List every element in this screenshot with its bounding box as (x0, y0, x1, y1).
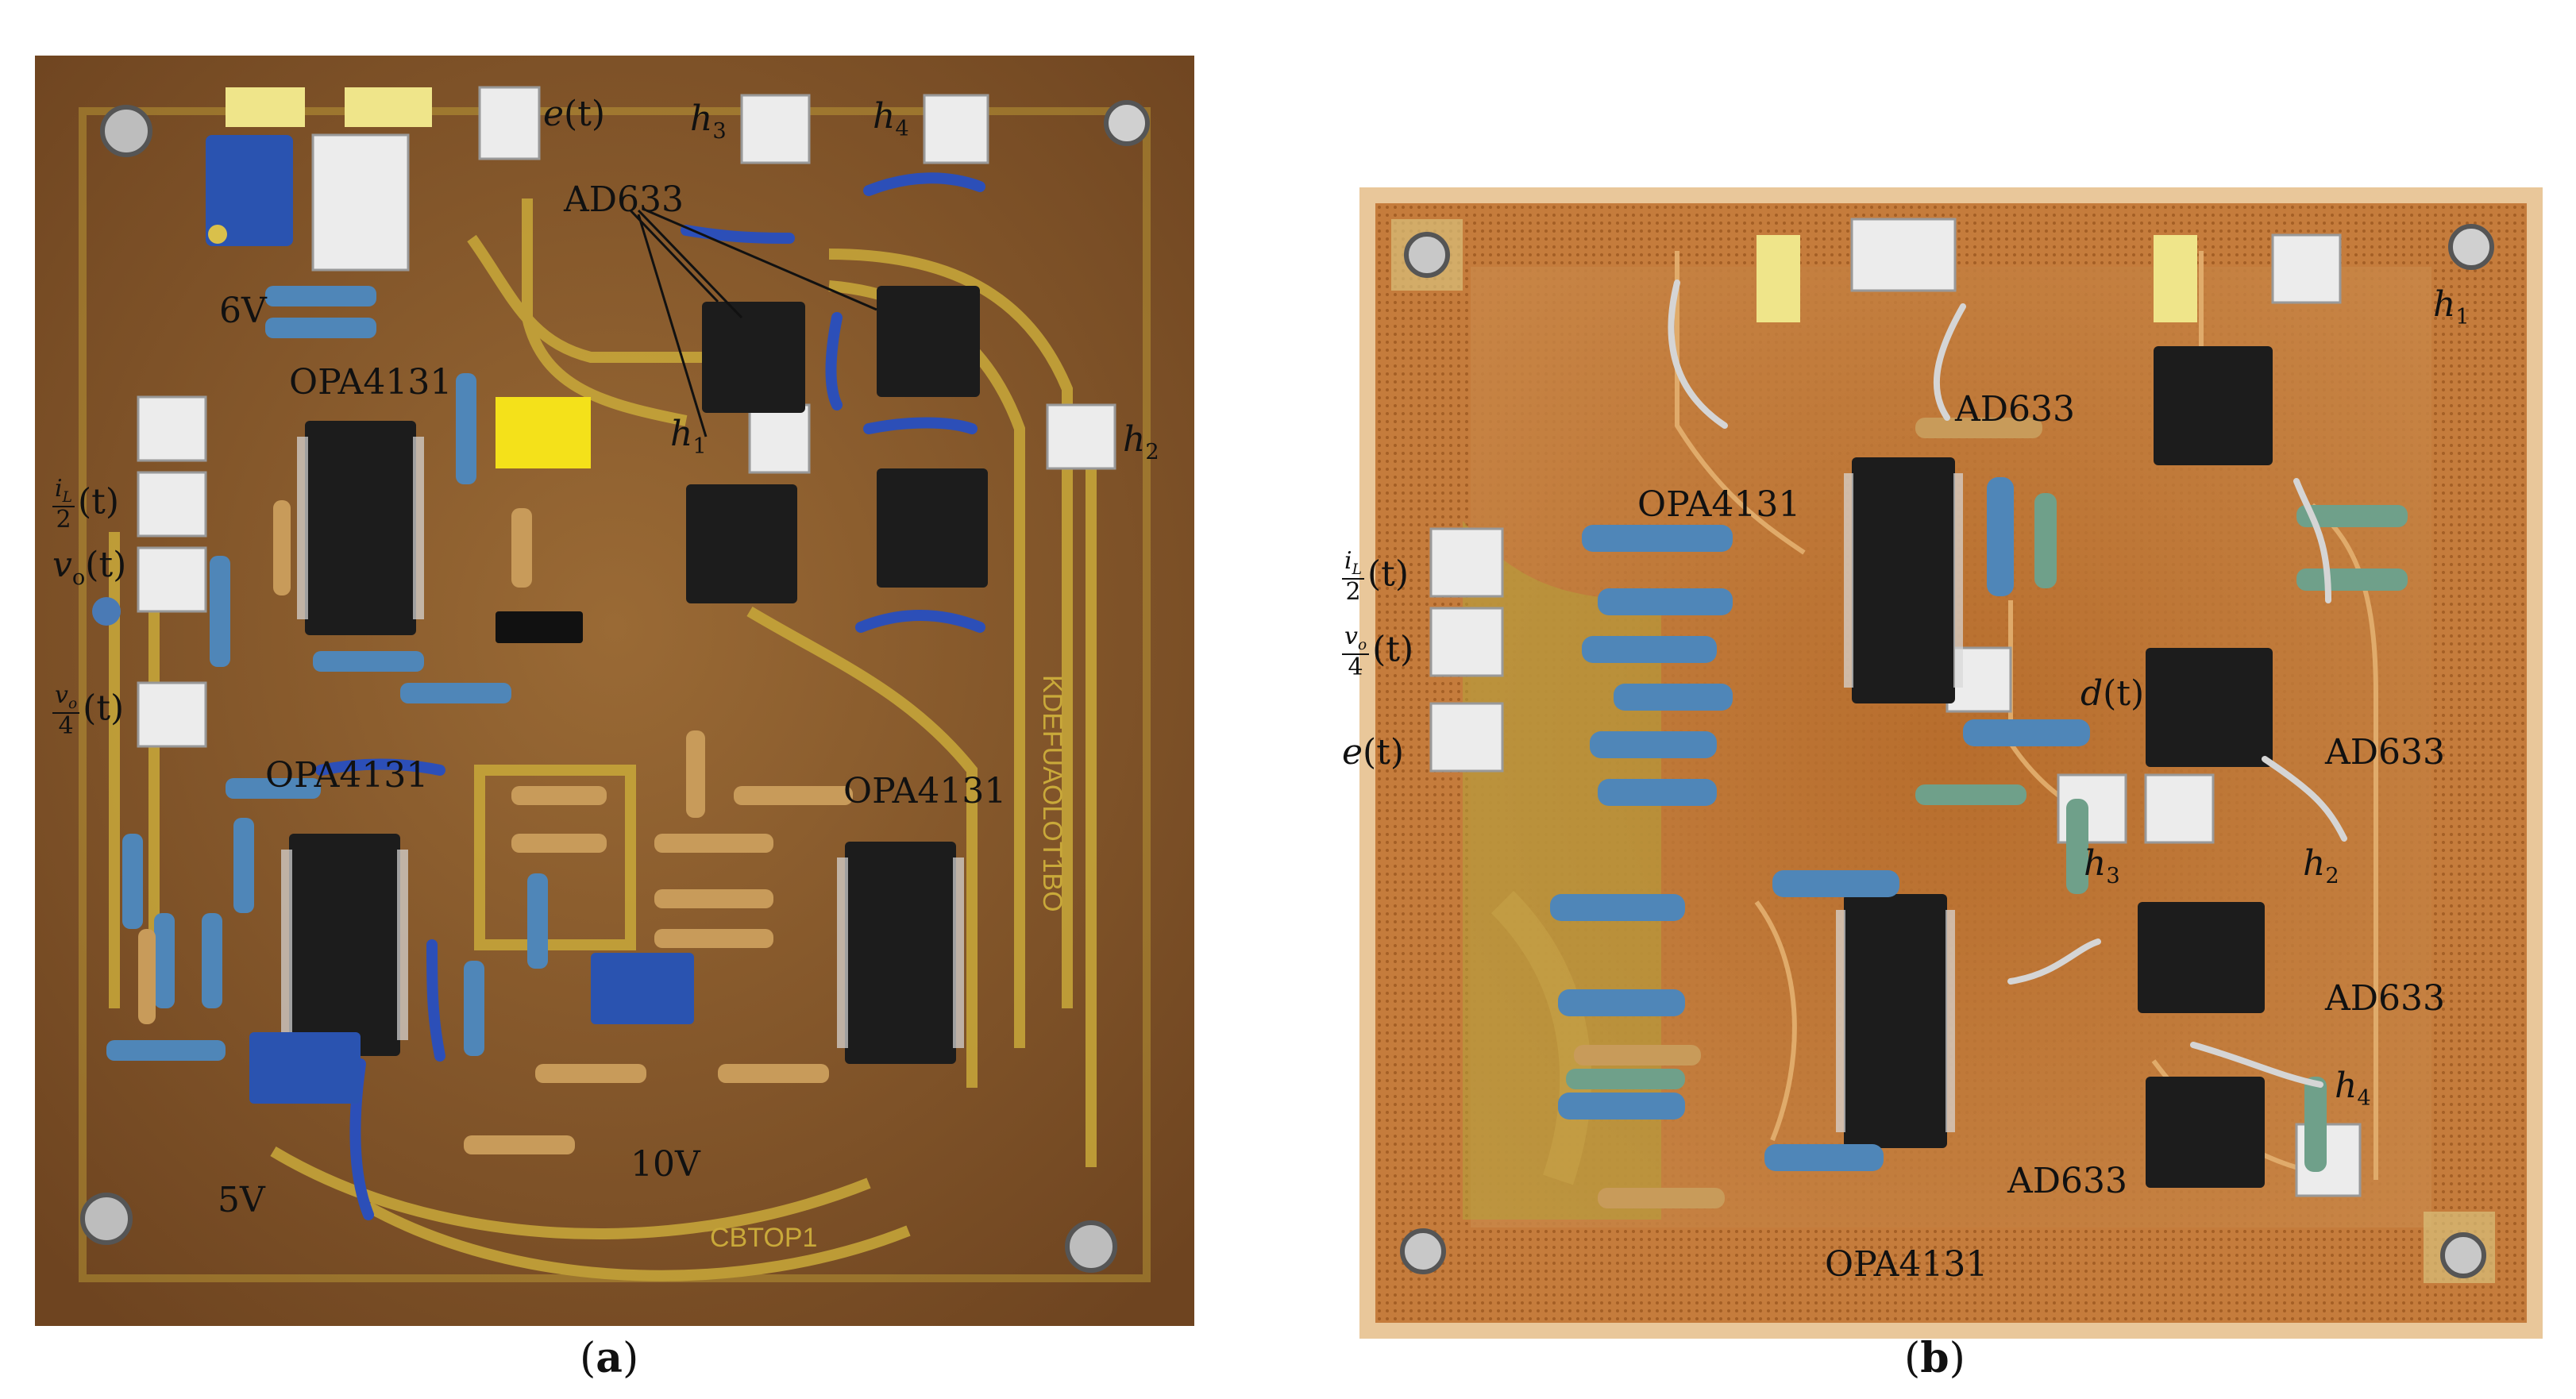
label-vo-t: vo(t) (52, 545, 127, 590)
label-ad633-4: AD633 (2007, 1161, 2128, 1201)
label-h1: h1 (670, 414, 707, 459)
label-10v: 10V (631, 1144, 700, 1185)
label-opa4131-bottom: OPA4131 (1825, 1244, 1988, 1285)
label-h3: h3 (2084, 843, 2120, 888)
label-h2: h2 (1123, 419, 1159, 464)
label-6v: 6V (219, 291, 267, 331)
svg-text:CBTOP1: CBTOP1 (710, 1223, 817, 1253)
mounting-hole-icon (80, 100, 1150, 1273)
label-opa4131-mid: OPA4131 (265, 755, 429, 796)
panel-a-photo: KDEFUAOLOT1BO CBTOP1 e(t) h3 h4 AD633 6V… (35, 56, 1194, 1326)
caption-a: (a) (580, 1334, 639, 1382)
label-5v: 5V (218, 1180, 265, 1220)
label-opa4131-top: OPA4131 (1637, 484, 1801, 525)
label-ad633-2: AD633 (2325, 732, 2446, 773)
caption-b: (b) (1904, 1334, 1965, 1382)
pcb-board-b (1359, 187, 2543, 1339)
label-ad633-3: AD633 (2325, 978, 2446, 1019)
label-ad633-1: AD633 (1955, 389, 2076, 430)
label-h1: h1 (2433, 284, 2470, 330)
pcb-board-a: KDEFUAOLOT1BO CBTOP1 (35, 56, 1194, 1326)
label-e-t: e(t) (1342, 732, 1405, 773)
label-opa4131-right: OPA4131 (843, 771, 1007, 811)
label-h4: h4 (873, 96, 909, 141)
label-h3: h3 (690, 98, 727, 144)
label-h2: h2 (2303, 843, 2339, 888)
label-h4: h4 (2335, 1066, 2371, 1111)
label-ad633: AD633 (564, 179, 684, 220)
label-d-t: d(t) (2080, 673, 2145, 714)
label-opa4131-top: OPA4131 (289, 362, 453, 403)
svg-text:KDEFUAOLOT1BO: KDEFUAOLOT1BO (1037, 675, 1067, 912)
label-e-t: e(t) (543, 94, 606, 134)
